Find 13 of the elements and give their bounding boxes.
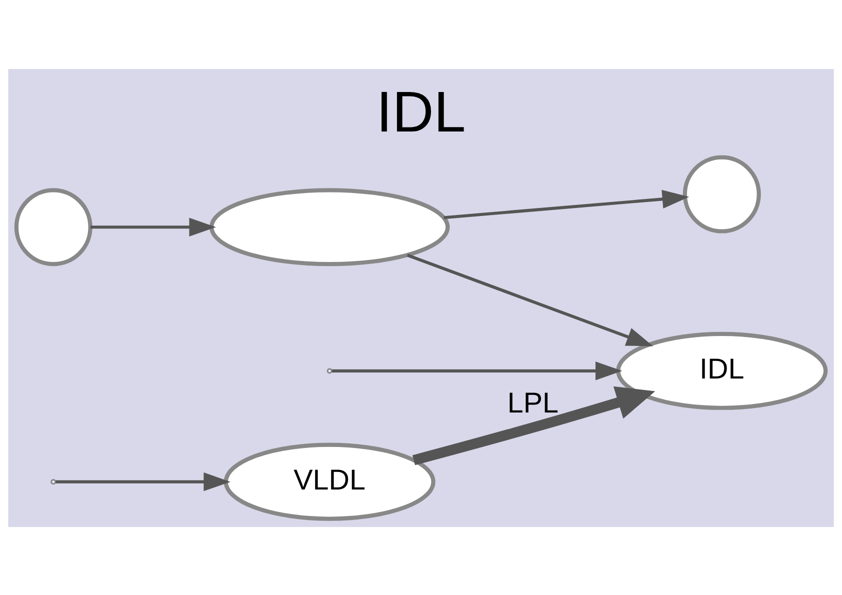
arrow	[332, 361, 622, 380]
node-ellipse: IDL	[616, 331, 828, 410]
arrow	[90, 217, 216, 236]
node-circle	[14, 188, 92, 266]
edge-label: LPL	[507, 386, 559, 419]
node-circle	[682, 154, 761, 233]
node-ellipse: VLDL	[224, 442, 436, 520]
node-ellipse	[209, 188, 450, 266]
arrow	[412, 386, 656, 465]
arrow	[56, 472, 230, 491]
arrow	[406, 253, 654, 346]
arrow	[444, 189, 690, 219]
diagram-title: IDL	[376, 80, 466, 144]
